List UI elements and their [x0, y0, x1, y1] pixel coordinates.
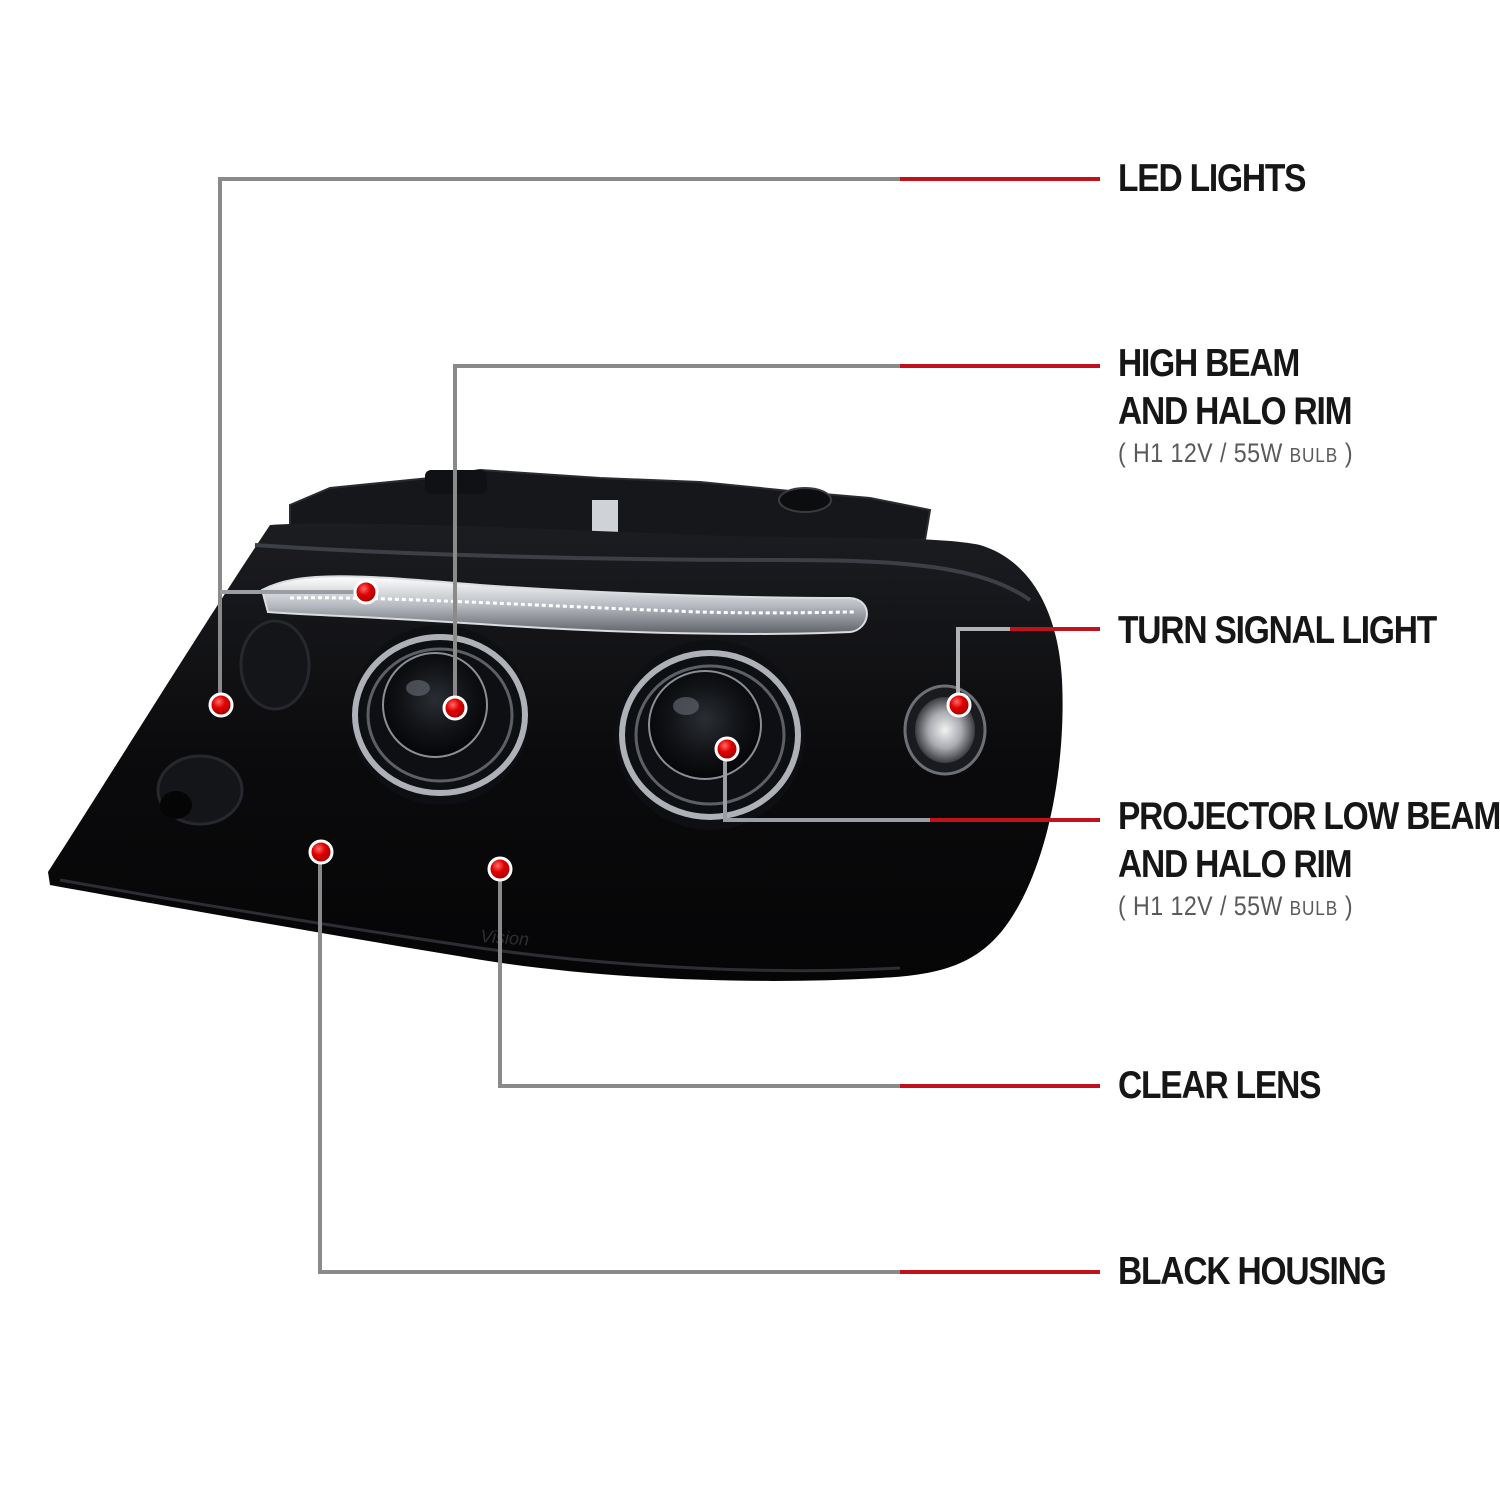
marker-dot-high-beam	[442, 695, 468, 721]
spec-open-paren: (	[1118, 891, 1134, 921]
spec-close-paren: )	[1338, 438, 1354, 468]
callout-projector-low-beam-title-line2: AND HALO RIM	[1118, 843, 1353, 886]
callout-black-housing: BLACK HOUSING	[1118, 1248, 1387, 1296]
turn-signal-lamp	[903, 684, 987, 776]
leader-line-led-lights	[218, 177, 1100, 705]
callout-turn-signal-title: TURN SIGNAL LIGHT	[1118, 609, 1437, 652]
callout-clear-lens: CLEAR LENS	[1118, 1062, 1321, 1110]
reflector-cylinder-lower-cap	[160, 791, 192, 819]
callout-projector-low-beam: PROJECTOR LOW BEAM AND HALO RIM ( H1 12V…	[1118, 793, 1500, 924]
spec-bulb-word: BULB	[1289, 898, 1339, 920]
callout-high-beam-title-line1: HIGH BEAM	[1118, 342, 1300, 385]
spec-bulb-rating: H1 12V / 55W	[1133, 891, 1290, 921]
marker-dot-black-housing	[308, 839, 334, 865]
callout-black-housing-title: BLACK HOUSING	[1118, 1250, 1387, 1293]
high-beam-projector	[350, 625, 530, 805]
callout-projector-low-beam-title-line1: PROJECTOR LOW BEAM	[1118, 795, 1500, 838]
marker-dot-turn-signal	[946, 692, 972, 718]
marker-dot-clear-lens	[487, 856, 513, 882]
spec-open-paren: (	[1118, 438, 1134, 468]
callout-high-beam-spec: ( H1 12V / 55W BULB )	[1118, 438, 1353, 471]
marker-dot-led-upper	[353, 579, 379, 605]
led-bar-inner	[289, 596, 856, 615]
callout-high-beam-title-line2: AND HALO RIM	[1118, 390, 1353, 433]
callout-projector-low-beam-spec: ( H1 12V / 55W BULB )	[1118, 891, 1500, 924]
lens-bottom-edge	[59, 878, 901, 973]
headlight-illustration: Vision	[48, 468, 1063, 981]
lens-top-reflection	[254, 543, 1032, 602]
callout-clear-lens-title: CLEAR LENS	[1118, 1064, 1321, 1107]
low-beam-projector	[615, 640, 805, 830]
mount-clip	[592, 500, 618, 534]
marker-dots	[208, 579, 972, 882]
callout-led-lights: LED LIGHTS	[1118, 155, 1307, 203]
reflector-cylinder-upper	[239, 619, 311, 711]
spec-close-paren: )	[1338, 891, 1354, 921]
leader-line-high-beam	[453, 364, 1100, 708]
callout-turn-signal: TURN SIGNAL LIGHT	[1118, 607, 1437, 655]
spec-bulb-word: BULB	[1289, 445, 1339, 467]
marker-dot-low-beam	[714, 736, 740, 762]
spec-bulb-rating: H1 12V / 55W	[1133, 438, 1290, 468]
mount-hole-right	[778, 487, 832, 513]
housing-watermark: Vision	[480, 926, 530, 949]
callout-high-beam: HIGH BEAM AND HALO RIM ( H1 12V / 55W BU…	[1118, 340, 1353, 471]
leader-lines	[218, 177, 1100, 1274]
marker-dot-led-lower	[208, 692, 234, 718]
callout-led-lights-title: LED LIGHTS	[1118, 157, 1307, 200]
leader-line-black-housing	[318, 855, 1100, 1274]
